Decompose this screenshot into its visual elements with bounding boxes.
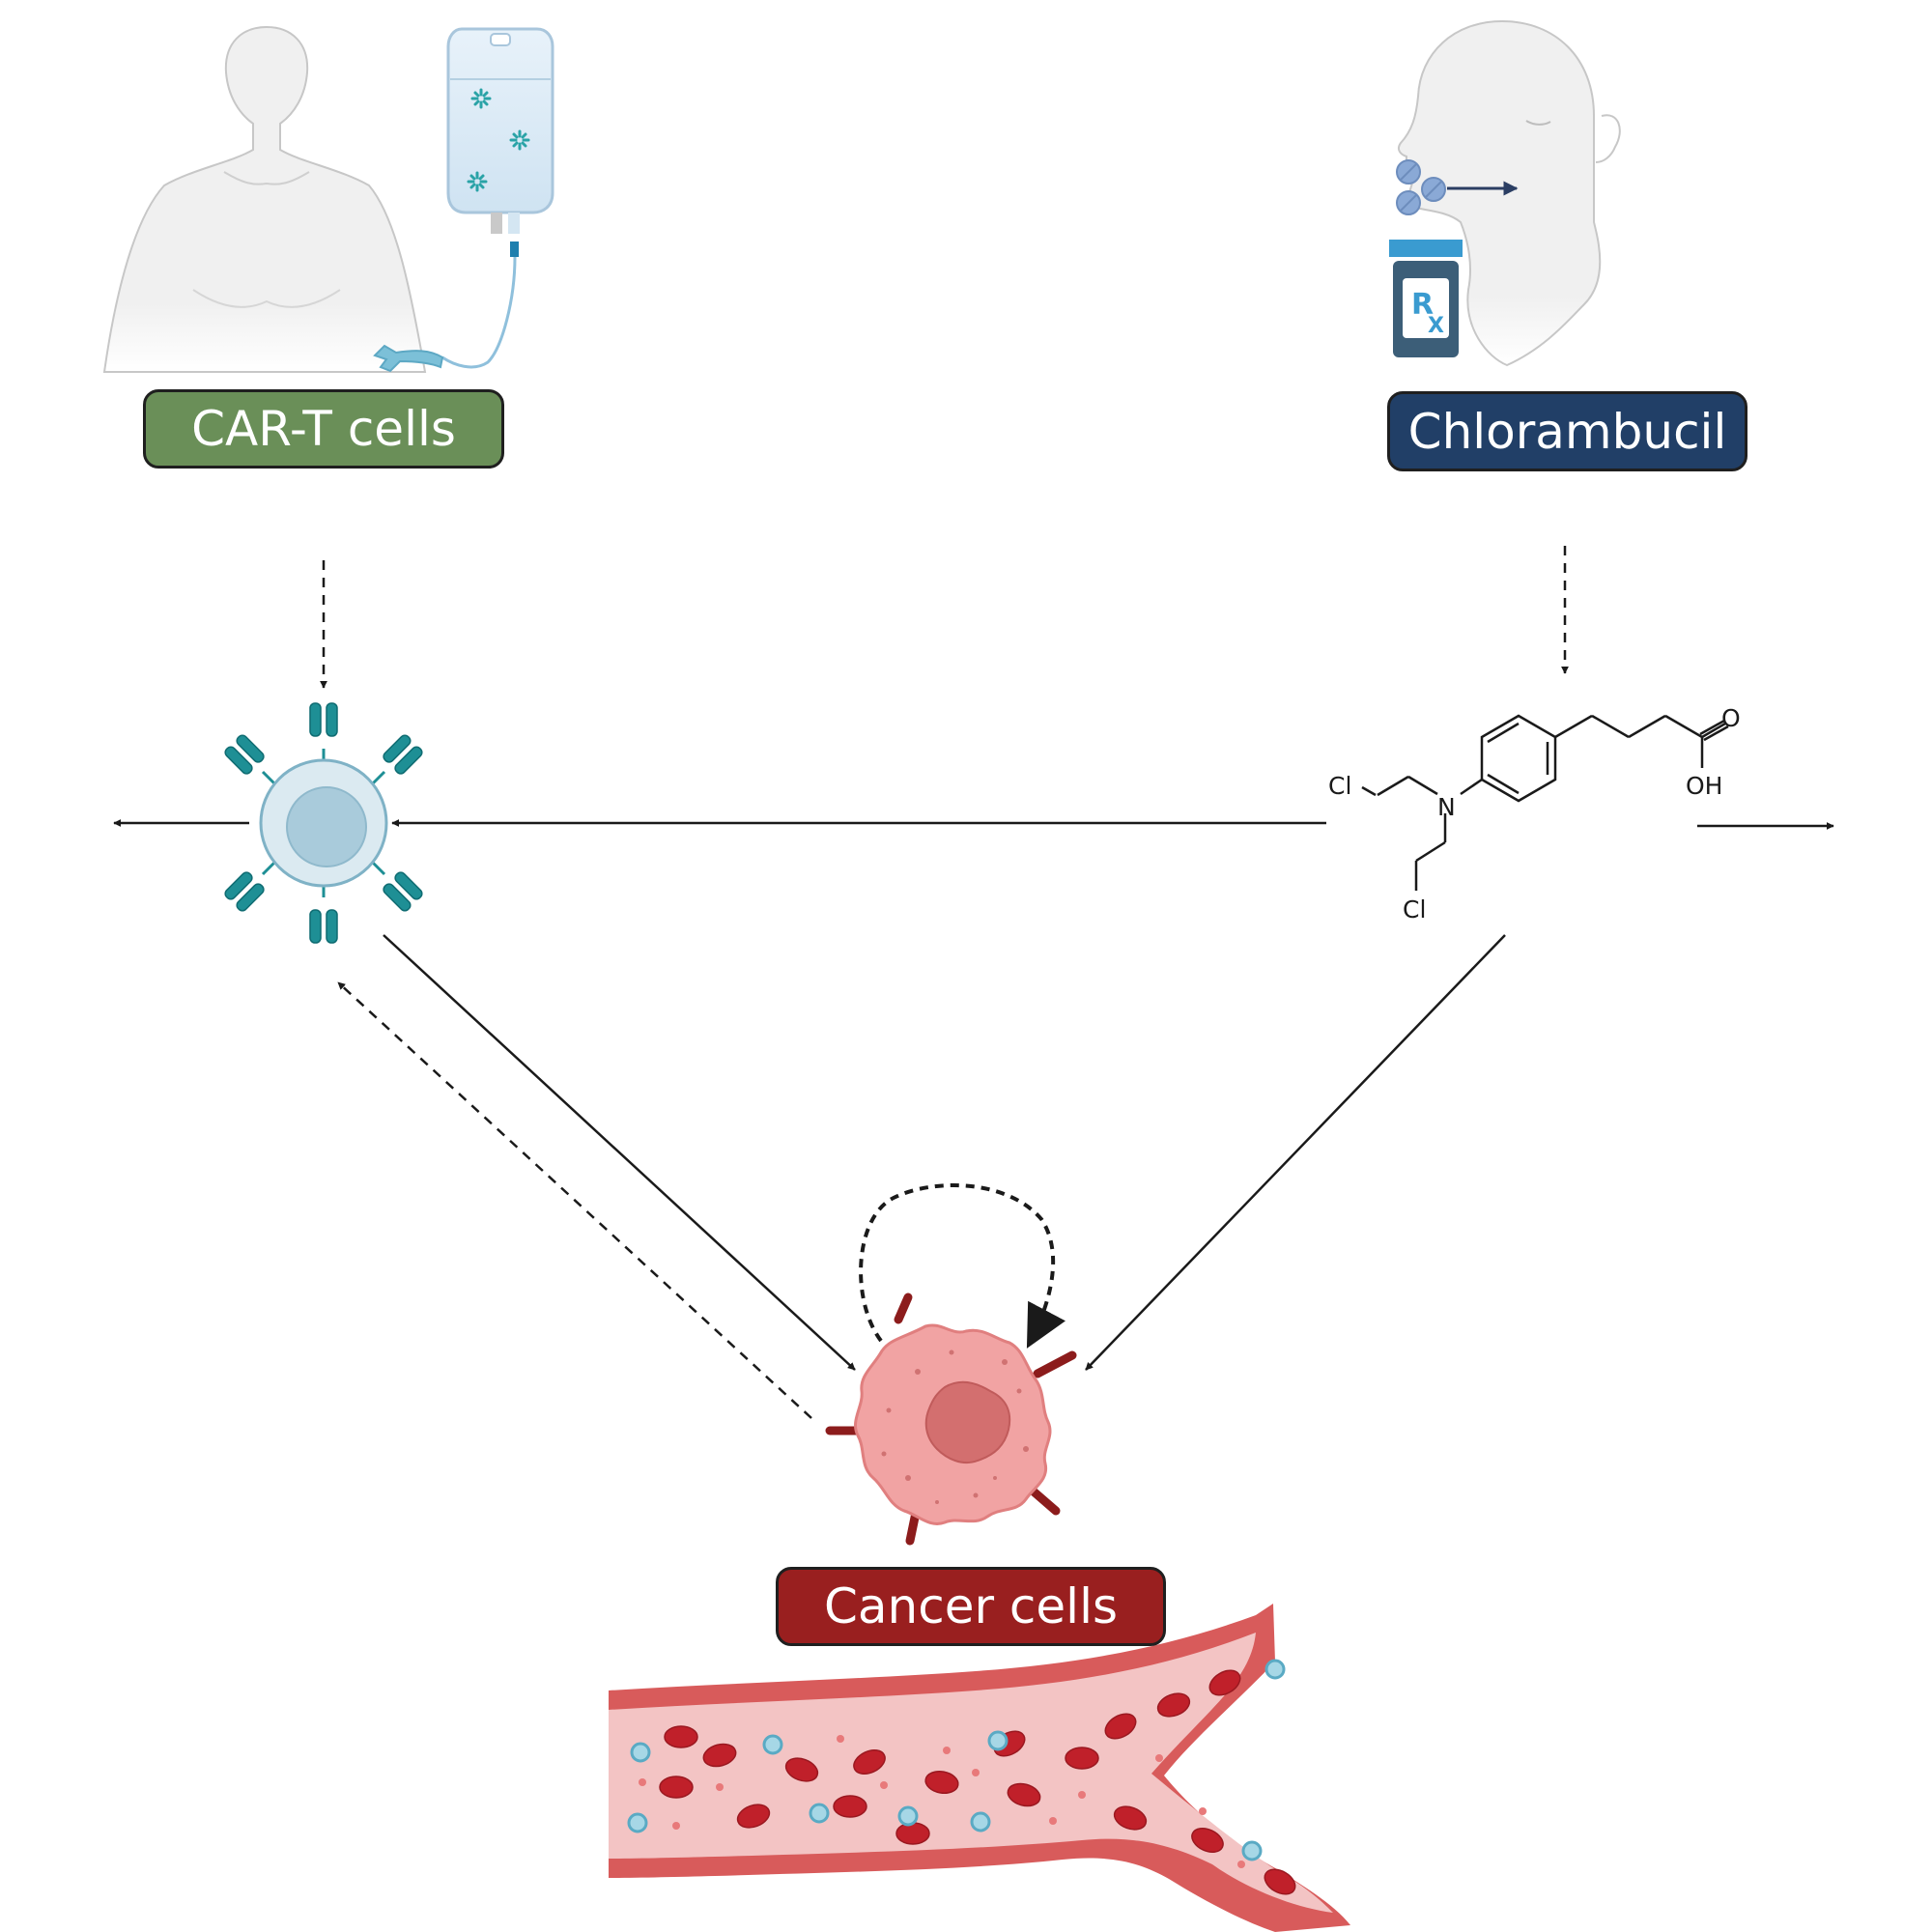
cancer-cell-nucleus — [924, 1380, 1011, 1464]
atom-n: N — [1437, 793, 1456, 821]
iv-bag-icon — [446, 27, 554, 257]
blood-vessel-illustration — [609, 1604, 1350, 1932]
arrow-tcell-to-cancer — [383, 934, 856, 1371]
person-ear — [1595, 114, 1621, 163]
atom-cl-top: Cl — [1328, 772, 1351, 800]
cancer-cells-label: Cancer cells — [776, 1567, 1166, 1646]
dashed-arrow-cancer-to-tcell — [337, 981, 812, 1419]
vessel-lumen — [609, 1633, 1333, 1913]
patient-chest-line — [192, 289, 341, 308]
chlorambucil-atoms: N Cl Cl O OH — [1328, 704, 1741, 923]
prescription-bottle-icon: R X — [1389, 240, 1463, 357]
iv-tube — [441, 256, 517, 369]
chlorambucil-label: Chlorambucil — [1387, 391, 1747, 471]
atom-o: O — [1721, 704, 1741, 732]
car-t-label: CAR-T cells — [143, 389, 504, 469]
patient-collarbone — [223, 171, 310, 185]
svg-text:X: X — [1428, 314, 1444, 338]
patient-iv-illustration — [102, 25, 554, 373]
svg-text:R: R — [1411, 288, 1434, 322]
t-cell-nucleus — [286, 786, 367, 867]
oral-dose-illustration: R X — [1389, 19, 1621, 367]
atom-cl-bottom: Cl — [1403, 895, 1426, 923]
atom-oh: OH — [1686, 772, 1722, 800]
iv-catheter-icon — [373, 344, 444, 373]
chlorambucil-structure — [1361, 714, 1729, 891]
cancer-cell-icon — [825, 1293, 1077, 1546]
patient-body — [102, 25, 427, 373]
person-eye — [1525, 120, 1551, 126]
arrow-structure-to-cancer — [1085, 934, 1506, 1371]
person-head — [1397, 19, 1602, 367]
pills-icon — [1396, 159, 1446, 215]
arrows — [113, 546, 1834, 1419]
self-loop-arrow — [859, 1183, 1066, 1349]
car-t-cell-icon — [224, 702, 423, 944]
